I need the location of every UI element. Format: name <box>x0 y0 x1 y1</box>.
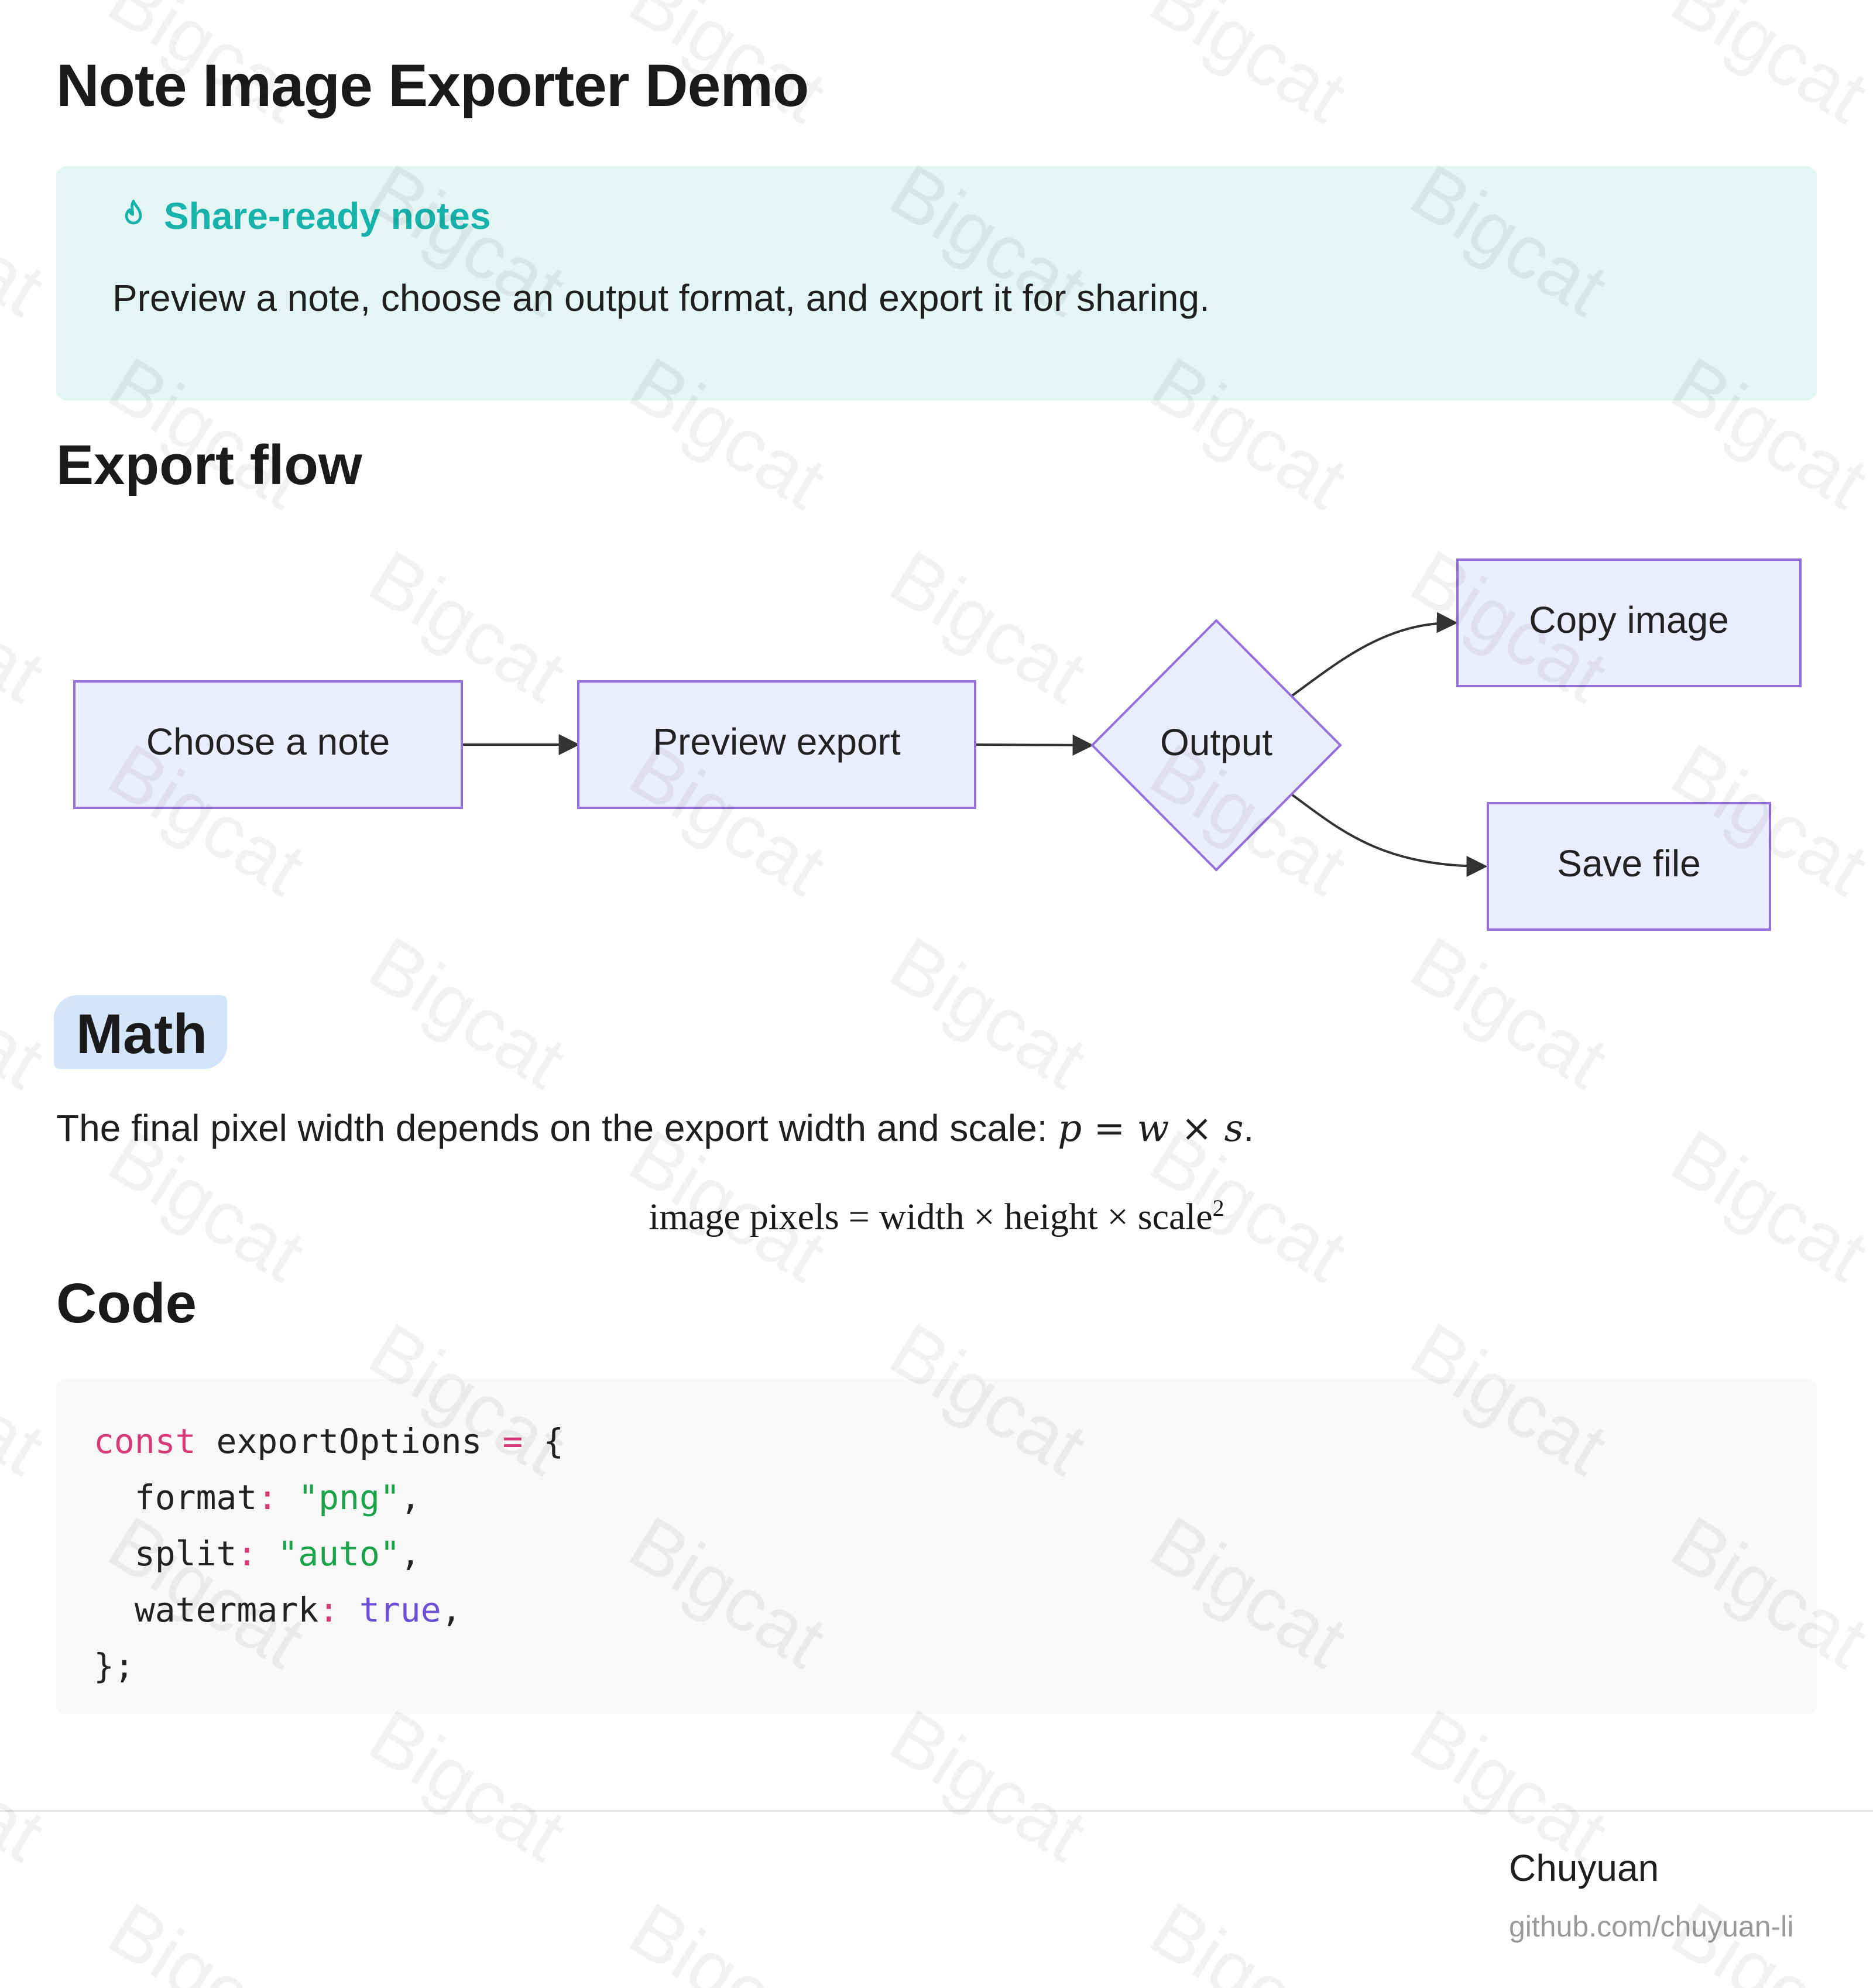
node-label-preview: Preview export <box>653 721 901 763</box>
flow-node-save-file: Save file <box>1487 802 1771 931</box>
code-block: const exportOptions = { format: "png", s… <box>56 1379 1817 1714</box>
watermark-text: Bigcat <box>94 1886 320 1988</box>
code-content: const exportOptions = { format: "png", s… <box>94 1413 564 1694</box>
node-label-output: Output <box>1160 721 1272 763</box>
footer-divider <box>0 1810 1873 1812</box>
display-formula-text: image pixels = width × height × scale <box>649 1195 1213 1238</box>
watermark-text: Bigcat <box>876 1692 1101 1877</box>
page-title: Note Image Exporter Demo <box>56 52 809 119</box>
watermark-text: Bigcat <box>0 1306 59 1491</box>
code-line-4: watermark: true, <box>94 1590 462 1630</box>
watermark-text: Bigcat <box>1657 0 1873 139</box>
callout-text: Preview a note, choose an output format,… <box>112 277 1210 319</box>
edge-output-to-copy <box>1291 612 1458 697</box>
inline-formula: p = w × s <box>1058 1107 1244 1150</box>
math-paragraph-text: The final pixel width depends on the exp… <box>56 1107 1048 1149</box>
code-line-5: }; <box>94 1646 135 1686</box>
inline-formula-period: . <box>1243 1107 1254 1149</box>
watermark-text: Bigcat <box>0 147 59 332</box>
flow-node-output-decision: Output <box>1090 619 1342 872</box>
node-label-save: Save file <box>1557 842 1700 885</box>
code-line-1: const exportOptions = { <box>94 1421 564 1461</box>
flow-node-choose-note: Choose a note <box>73 680 463 809</box>
edge-output-to-save <box>1291 794 1488 877</box>
footer-link[interactable]: github.com/chuyuan-li <box>1509 1910 1794 1943</box>
code-line-3: split: "auto", <box>94 1534 421 1574</box>
export-flow-diagram: Choose a note Preview export Output Copy… <box>73 558 1802 931</box>
footer-author: Chuyuan <box>1509 1847 1659 1889</box>
math-heading: Math <box>76 1003 207 1065</box>
flow-node-copy-image: Copy image <box>1456 558 1802 687</box>
code-line-2: format: "png", <box>94 1478 421 1517</box>
watermark-text: Bigcat <box>615 1886 841 1988</box>
callout-title: Share-ready notes <box>164 195 491 237</box>
watermark-text: Bigcat <box>1136 0 1361 139</box>
watermark-text: Bigcat <box>1136 1886 1361 1988</box>
node-label-choose: Choose a note <box>146 721 390 763</box>
export-flow-heading: Export flow <box>56 434 362 496</box>
tip-callout: Share-ready notes Preview a note, choose… <box>56 166 1817 400</box>
flow-node-preview-export: Preview export <box>577 680 976 809</box>
watermark-text: Bigcat <box>0 1692 59 1877</box>
display-formula: image pixels = width × height × scale2 <box>0 1194 1873 1238</box>
callout-header: Share-ready notes <box>115 194 490 238</box>
code-heading: Code <box>56 1272 197 1335</box>
math-paragraph: The final pixel width depends on the exp… <box>56 1106 1254 1150</box>
display-formula-exponent: 2 <box>1212 1195 1224 1221</box>
flame-icon <box>125 200 142 225</box>
math-heading-highlight: Math <box>54 995 227 1069</box>
watermark-text: Bigcat <box>355 1692 580 1877</box>
node-label-copy: Copy image <box>1529 599 1729 641</box>
